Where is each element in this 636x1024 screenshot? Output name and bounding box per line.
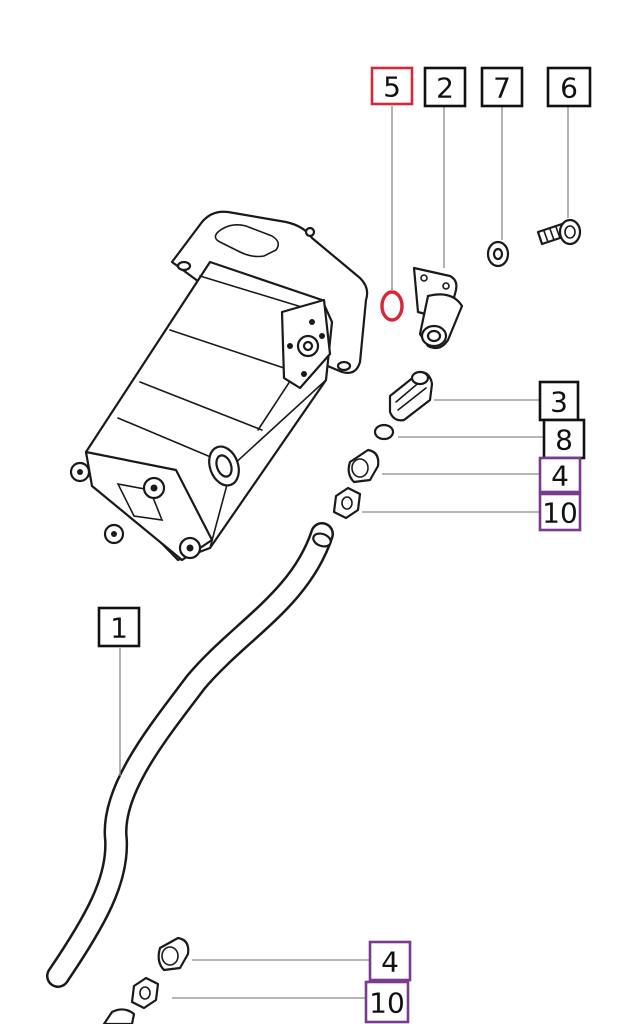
face-hole-4 [301, 371, 307, 377]
flange-bolt-top [304, 226, 316, 238]
svg-text:6: 6 [560, 72, 578, 105]
callout-4-upper: 4 [538, 456, 582, 494]
callout-1: 1 [97, 606, 141, 648]
nut-4-lower [157, 936, 190, 972]
shaft-bore-inner [302, 340, 314, 352]
callout-8: 8 [542, 418, 586, 460]
callout-10-upper: 10 [538, 492, 582, 532]
svg-text:2: 2 [436, 72, 454, 105]
callout-2: 2 [423, 66, 467, 108]
hose-1-end-top [312, 532, 332, 548]
body-seam-3 [139, 381, 263, 431]
svg-text:7: 7 [493, 72, 511, 105]
flange-slot [214, 224, 280, 258]
face-hole-2 [319, 333, 325, 339]
callout-5: 5 [370, 66, 414, 106]
nut-10-upper [332, 486, 362, 520]
svg-text:5: 5 [383, 71, 401, 104]
svg-text:8: 8 [555, 424, 573, 457]
flange-hole-left [176, 260, 192, 272]
leader-lines [119, 106, 569, 999]
face-hole-3 [309, 319, 315, 325]
side-port-inner [215, 454, 233, 478]
callout-6: 6 [546, 66, 592, 108]
svg-text:4: 4 [551, 460, 569, 493]
bolt-6 [536, 218, 582, 246]
rear-bolts [69, 461, 202, 560]
nut-4-upper [347, 448, 380, 484]
svg-text:10: 10 [542, 497, 578, 530]
nut-10-lower [130, 976, 160, 1010]
svg-text:3: 3 [550, 386, 568, 419]
callout-7: 7 [480, 66, 524, 108]
svg-text:4: 4 [381, 946, 399, 979]
callout-10-lower: 10 [364, 980, 410, 1024]
callout-4-lower: 4 [368, 940, 412, 982]
o-ring-5 [380, 290, 404, 322]
lower-fitting-partial [102, 1008, 136, 1024]
face-hole-1 [287, 343, 293, 349]
seal-ring-8 [373, 423, 395, 441]
washer-7 [486, 240, 510, 268]
hydraulic-pump [69, 210, 369, 562]
pump-body [84, 260, 334, 562]
fitting-3 [388, 370, 434, 422]
svg-text:1: 1 [110, 612, 128, 645]
svg-text:10: 10 [369, 987, 405, 1020]
rear-plate-slot [116, 482, 164, 521]
flange-hole-right [336, 360, 352, 372]
body-seam-1 [199, 275, 319, 313]
hose-1-inner [48, 524, 332, 986]
callout-3: 3 [538, 380, 580, 422]
elbow-flange-2 [412, 266, 464, 350]
